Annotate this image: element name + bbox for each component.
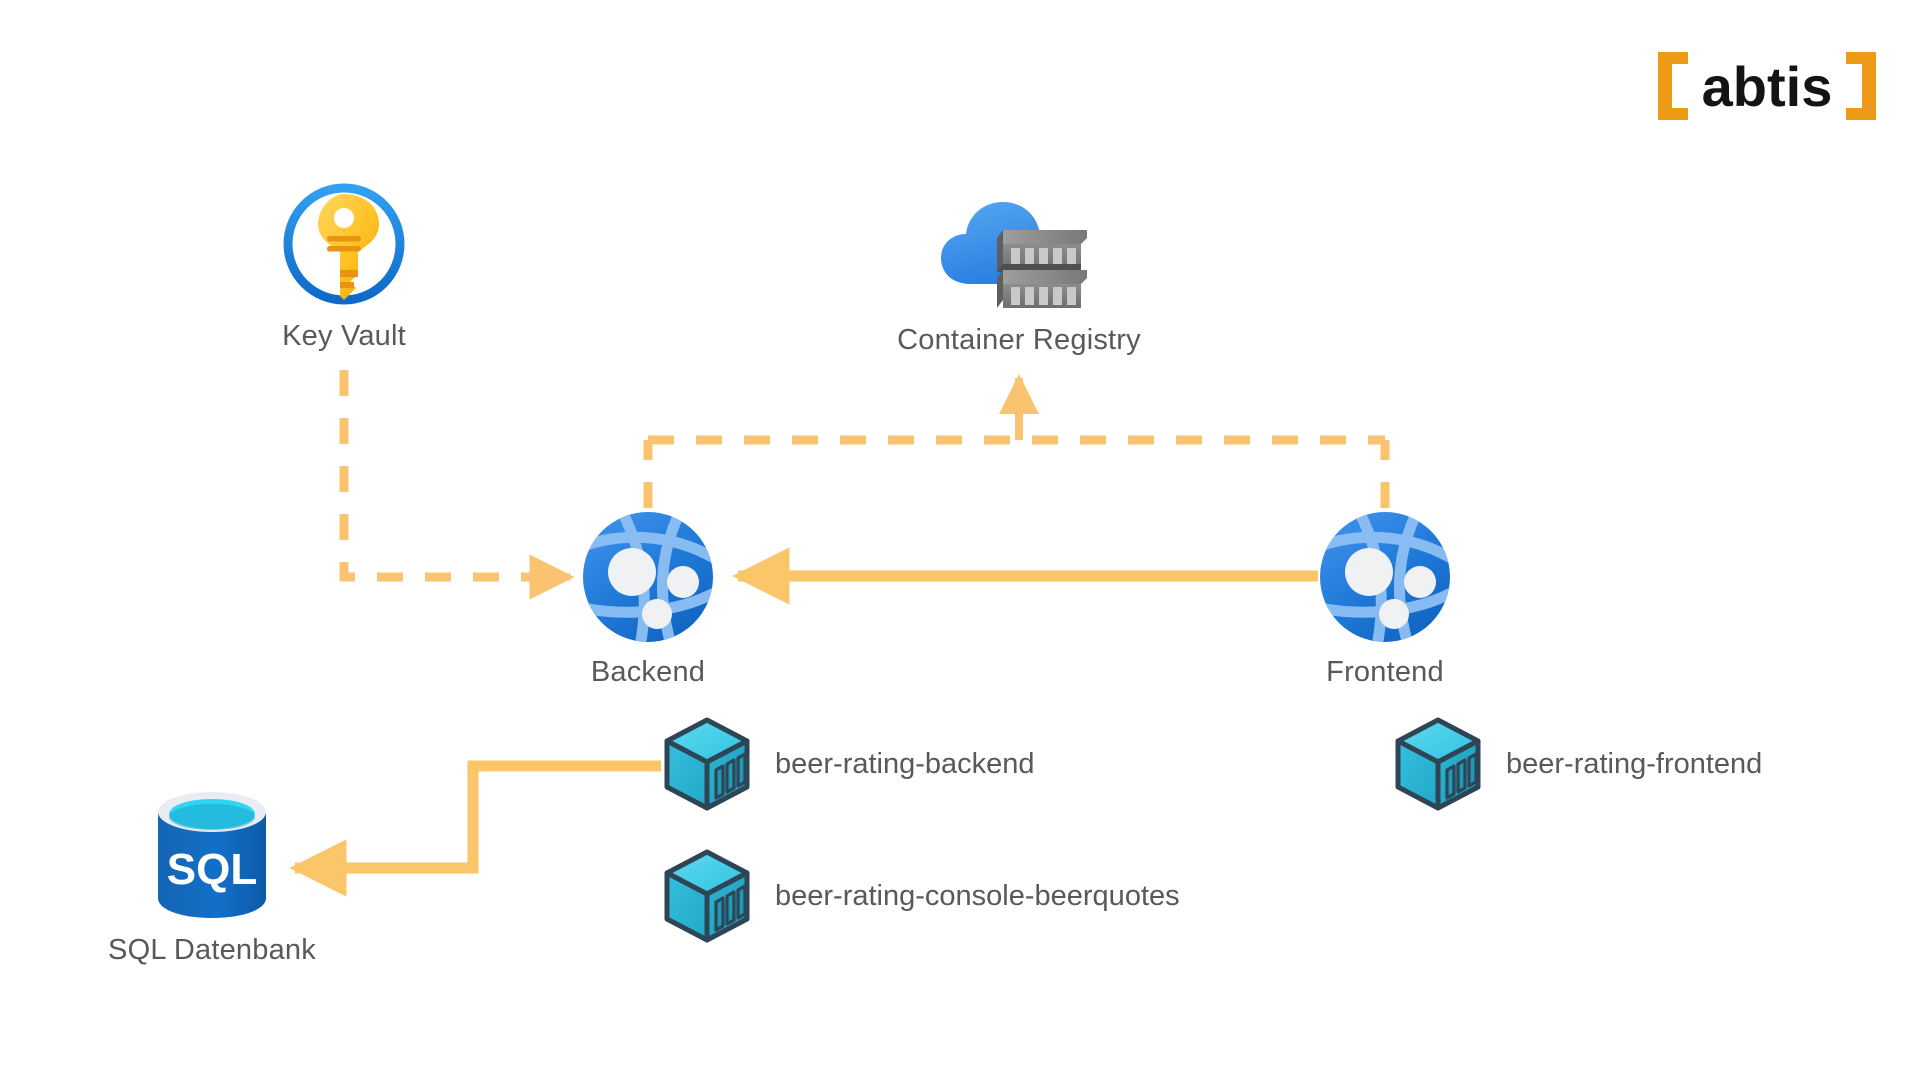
docker-container-icon [1395,717,1481,811]
connector-keyvault-to-backend [339,370,575,600]
container-item-beer-rating-backend[interactable]: beer-rating-backend [661,714,1035,814]
container-item-beer-rating-console-beerquotes[interactable]: beer-rating-console-beerquotes [661,846,1180,946]
node-label-key-vault: Key Vault [282,320,406,352]
node-backend[interactable]: Backend [558,508,738,689]
abtis-logo: abtis [1654,48,1880,124]
azure-sql-database-icon: SQL [158,792,266,918]
docker-container-icon [664,849,750,943]
container-label-beer-rating-frontend: beer-rating-frontend [1506,747,1763,780]
node-label-backend: Backend [590,656,706,688]
container-label-beer-rating-console-beerquotes: beer-rating-console-beerquotes [775,879,1180,912]
connector-backend-image-to-sql [289,760,661,897]
docker-container-icon [664,717,750,811]
sql-icon-text: SQL [167,845,257,894]
azure-container-registry-icon [941,202,1087,308]
azure-app-service-icon [1320,512,1450,642]
node-label-frontend: Frontend [1326,656,1444,688]
azure-app-service-icon [583,512,713,642]
node-key-vault[interactable]: Key Vault [254,178,434,353]
azure-key-vault-icon [283,183,405,305]
node-label-sql-database: SQL Datenbank [108,934,316,966]
node-sql-database[interactable]: SQL SQL Datenbank [92,788,332,967]
node-label-container-registry: Container Registry [897,324,1141,356]
node-frontend[interactable]: Frontend [1295,508,1475,689]
abtis-logo-text: abtis [1702,55,1833,118]
container-label-beer-rating-backend: beer-rating-backend [775,747,1035,780]
container-item-beer-rating-frontend[interactable]: beer-rating-frontend [1392,714,1762,814]
node-container-registry[interactable]: Container Registry [869,188,1169,357]
abtis-logo-mark: abtis [1658,52,1876,120]
